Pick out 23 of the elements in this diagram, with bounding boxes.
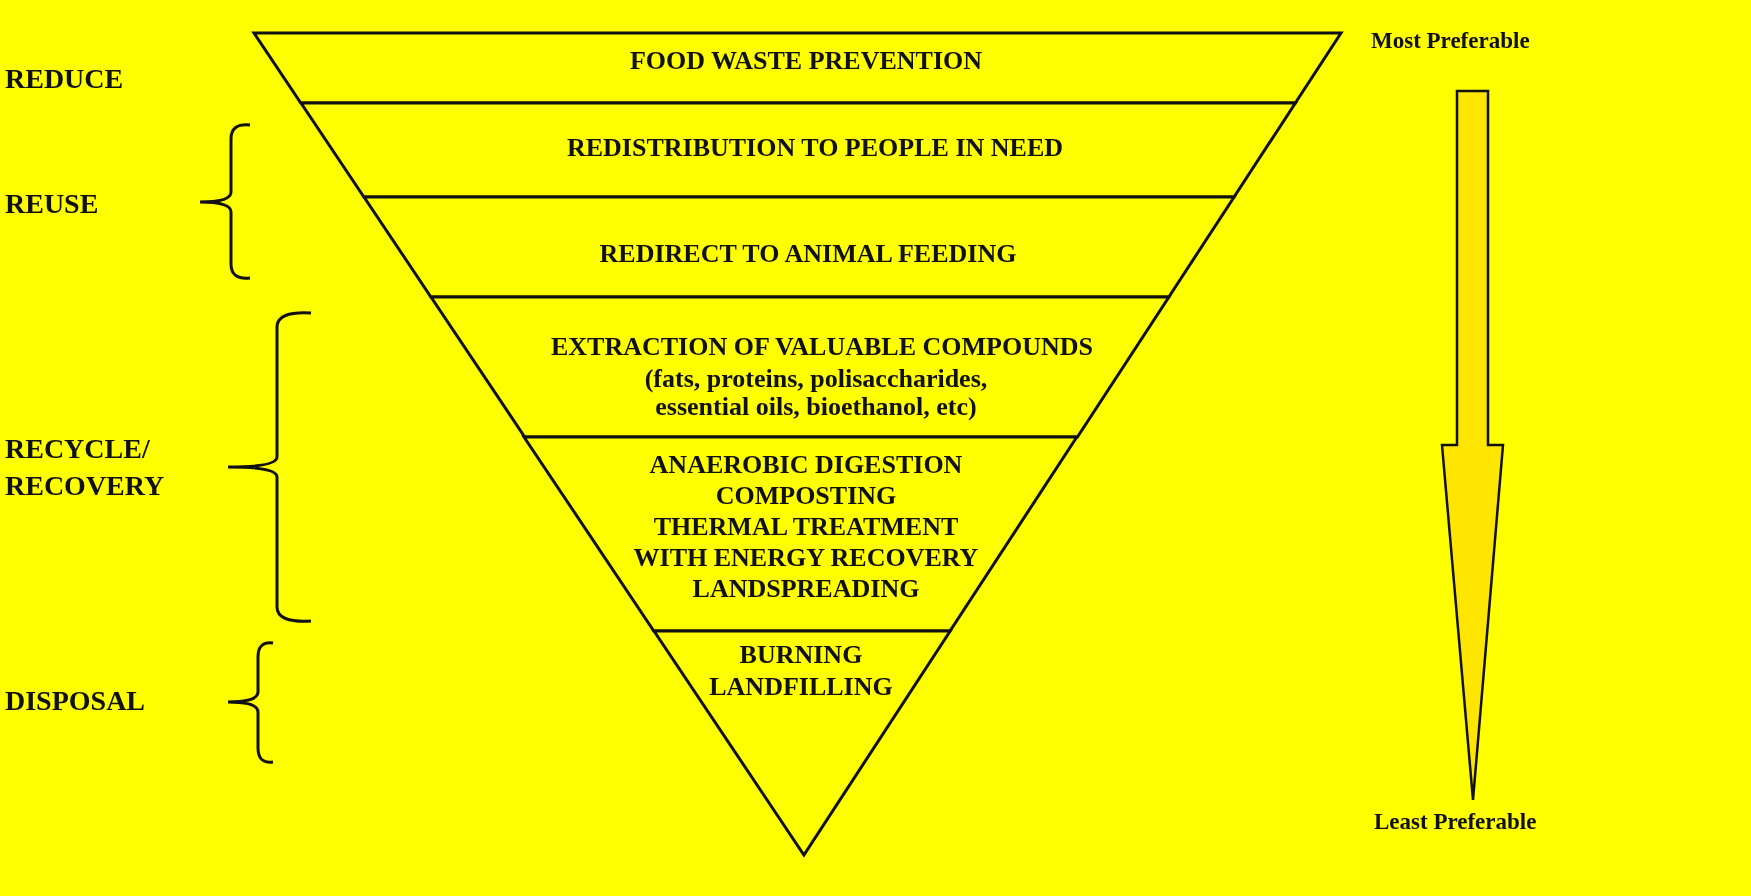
category-label: DISPOSAL — [5, 684, 146, 718]
list-item: LANDFILLING — [709, 671, 893, 703]
scale-label: Least Preferable — [1374, 808, 1537, 836]
hierarchy-tier — [296, 99, 1300, 201]
hierarchy-tier — [250, 29, 1345, 107]
list-item: LANDSPREADING — [692, 573, 920, 604]
hierarchy-tier — [426, 293, 1173, 441]
tier-label: FOOD WASTE PREVENTION — [630, 46, 982, 76]
category-label: REUSE — [5, 187, 99, 221]
hierarchy-tier — [650, 627, 955, 859]
tier-heading: EXTRACTION OF VALUABLE COMPOUNDS — [551, 332, 1093, 362]
list-item: ANAEROBIC DIGESTION — [649, 449, 963, 480]
category-label: REDUCE — [5, 62, 124, 96]
list-item: COMPOSTING — [715, 480, 897, 511]
hierarchy-tier — [359, 193, 1238, 301]
category-label: RECYCLE/ RECOVERY — [5, 432, 166, 503]
list-item: THERMAL TREATMENT WITH ENERGY RECOVERY — [632, 511, 980, 573]
scale-label: Most Preferable — [1371, 27, 1530, 55]
tier-label: REDISTRIBUTION TO PEOPLE IN NEED — [566, 133, 1063, 163]
list-item: BURNING — [739, 639, 863, 671]
tier-label: REDIRECT TO ANIMAL FEEDING — [599, 239, 1017, 269]
tier-description: (fats, proteins, polisaccharides, essential oils, bioethanol, etc) — [643, 365, 989, 421]
hierarchy-tier — [520, 433, 1082, 635]
